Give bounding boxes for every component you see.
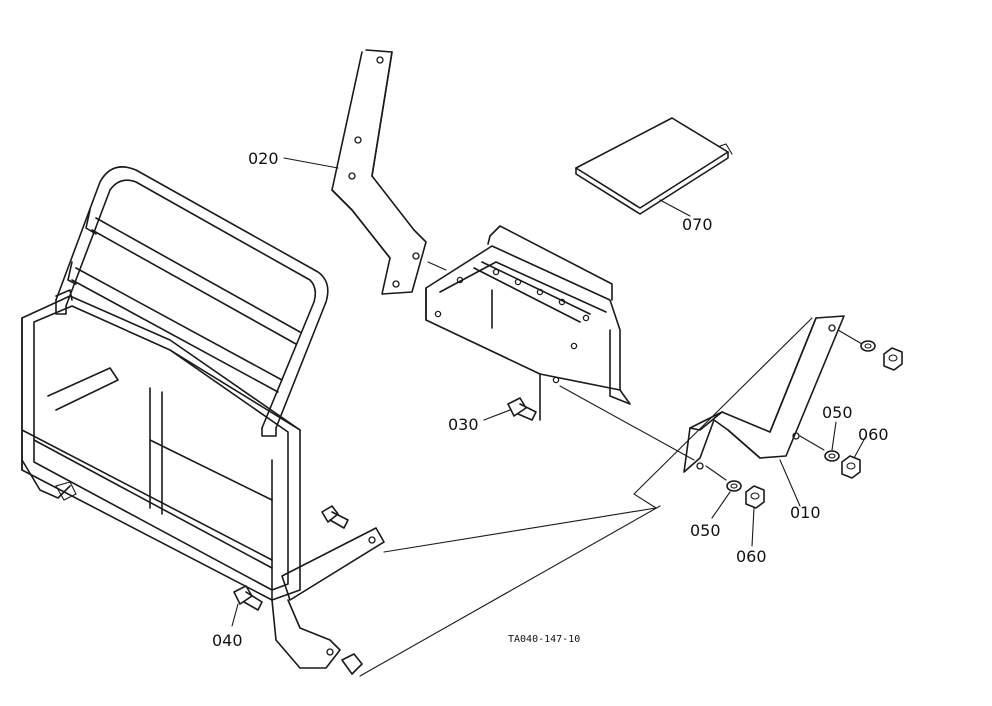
label-010: 010 xyxy=(790,503,821,522)
plate-070 xyxy=(575,117,733,215)
washer-right-top xyxy=(860,340,876,352)
bolt-040 xyxy=(233,585,263,611)
label-050-right: 050 xyxy=(822,403,853,422)
washer-050b xyxy=(824,450,840,462)
bracket-020 xyxy=(331,49,427,295)
label-030: 030 xyxy=(448,415,479,434)
bolt-030 xyxy=(507,397,537,421)
bracket-010 xyxy=(683,315,845,473)
label-040: 040 xyxy=(212,631,243,650)
label-050-left: 050 xyxy=(690,521,721,540)
bolt-left-bracket xyxy=(281,505,385,601)
box-bracket xyxy=(425,225,631,421)
bolt-lower xyxy=(341,653,363,675)
label-070: 070 xyxy=(682,215,713,234)
leader-lines xyxy=(231,157,867,627)
nut-right-top xyxy=(883,347,903,371)
washer-050a xyxy=(726,480,742,492)
label-060-right: 060 xyxy=(858,425,889,444)
assembly-guide-lines xyxy=(359,261,863,677)
nut-060b xyxy=(841,455,861,479)
label-020: 020 xyxy=(248,149,279,168)
drawing-code: TA040-147-10 xyxy=(508,634,580,645)
label-060-left: 060 xyxy=(736,547,767,566)
front-guard-frame xyxy=(21,166,341,669)
nut-060a xyxy=(745,485,765,509)
